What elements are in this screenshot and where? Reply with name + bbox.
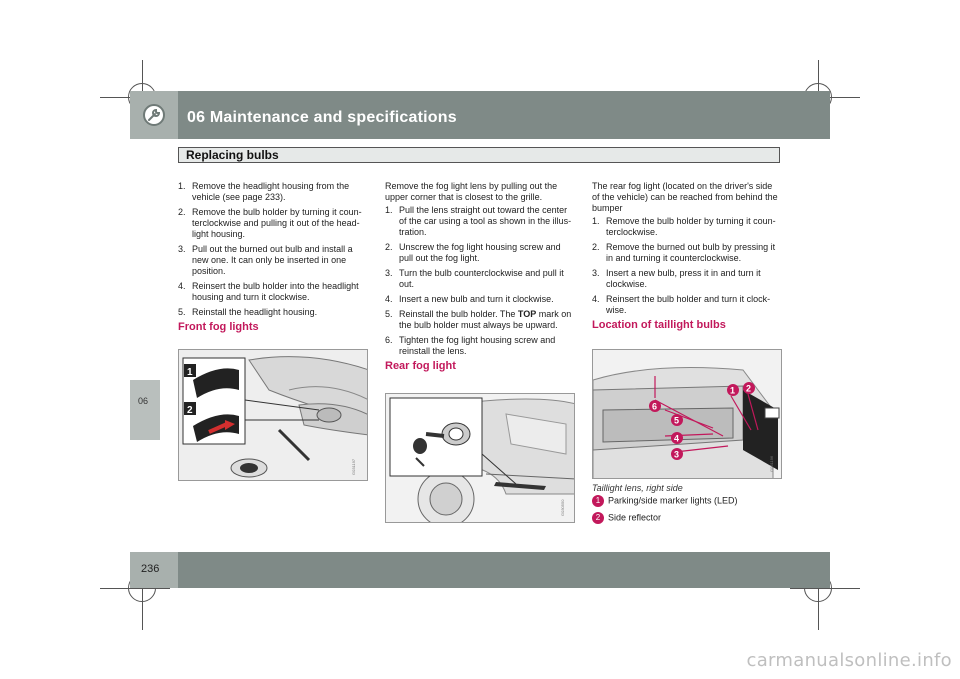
top-mark-text: TOP bbox=[517, 309, 537, 319]
step-text: Reinstall the headlight housing. bbox=[192, 307, 318, 317]
step-text: Insert a new bulb, press it in and turn … bbox=[606, 268, 761, 289]
step-number: 3. bbox=[592, 268, 600, 278]
legend-label: Parking/side marker lights (LED) bbox=[608, 495, 738, 506]
footer-band bbox=[130, 552, 830, 588]
list-item: 4. Reinsert the bulb holder into the head… bbox=[178, 281, 368, 303]
footer-page-box bbox=[130, 552, 178, 588]
step-text: Remove the headlight housing from the ve… bbox=[192, 181, 350, 202]
list-item: 3. Turn the bulb counterclockwise and pul… bbox=[385, 268, 575, 290]
step-text: Reinsert the bulb holder and turn it clo… bbox=[606, 294, 771, 315]
step-number: 2. bbox=[592, 242, 600, 252]
section-bar bbox=[178, 147, 780, 163]
chapter-title: 06 Maintenance and specifications bbox=[187, 109, 457, 126]
headlight-steps: 1. Remove the headlight housing from the … bbox=[178, 181, 368, 318]
step-text: Insert a new bulb and turn it clockwise. bbox=[399, 294, 554, 304]
step-text: Unscrew the fog light housing screw and … bbox=[399, 242, 561, 263]
fog-light-steps: 1. Pull the lens straight out toward the … bbox=[385, 205, 575, 357]
list-item: 5. Reinstall the bulb holder. The TOP mar… bbox=[385, 309, 575, 331]
list-item: 1. Pull the lens straight out toward the … bbox=[385, 205, 575, 238]
step-text: Reinsert the bulb holder into the headli… bbox=[192, 281, 359, 302]
step-number: 3. bbox=[178, 244, 186, 254]
figure-code: G031196 bbox=[769, 455, 774, 472]
section-title: Replacing bulbs bbox=[186, 148, 279, 162]
figure-caption: Taillight lens, right side bbox=[592, 483, 683, 493]
column-2: Remove the fog light lens by pulling out… bbox=[385, 181, 575, 372]
figure-label: 1 bbox=[187, 367, 193, 378]
step-number: 5. bbox=[385, 309, 393, 319]
step-number: 4. bbox=[592, 294, 600, 304]
list-item: 1. Remove the headlight housing from the … bbox=[178, 181, 368, 203]
list-item: 3. Pull out the burned out bulb and insta… bbox=[178, 244, 368, 277]
list-item: 2. Remove the burned out bulb by pressing… bbox=[592, 242, 782, 264]
paragraph: The rear fog light (located on the drive… bbox=[592, 181, 778, 213]
step-text: Reinstall the bulb holder. The bbox=[399, 309, 518, 319]
legend-item: 1 Parking/side marker lights (LED) bbox=[592, 495, 738, 507]
column-3: The rear fog light (located on the drive… bbox=[592, 181, 782, 331]
rear-fog-light-illustration: G030550 bbox=[385, 393, 575, 523]
legend-badge: 1 bbox=[592, 495, 604, 507]
step-number: 3. bbox=[385, 268, 393, 278]
step-number: 5. bbox=[178, 307, 186, 317]
callout-5: 5 bbox=[674, 416, 679, 426]
step-text: Turn the bulb counterclockwise and pull … bbox=[399, 268, 564, 289]
step-number: 2. bbox=[178, 207, 186, 217]
paragraph: Remove the fog light lens by pulling out… bbox=[385, 181, 558, 202]
wrench-icon bbox=[143, 104, 165, 126]
step-number: 4. bbox=[385, 294, 393, 304]
step-text: Pull the lens straight out toward the ce… bbox=[399, 205, 572, 237]
list-item: 4. Reinsert the bulb holder and turn it c… bbox=[592, 294, 782, 316]
step-number: 1. bbox=[178, 181, 186, 191]
rear-fog-steps: 1. Remove the bulb holder by turning it c… bbox=[592, 216, 782, 316]
legend-badge: 2 bbox=[592, 512, 604, 524]
step-text: Pull out the burned out bulb and install… bbox=[192, 244, 353, 276]
list-item: 6. Tighten the fog light housing screw an… bbox=[385, 335, 575, 357]
callout-4: 4 bbox=[674, 434, 679, 444]
page-number: 236 bbox=[141, 563, 160, 575]
list-item: 2. Remove the bulb holder by turning it c… bbox=[178, 207, 368, 240]
list-item: 2. Unscrew the fog light housing screw an… bbox=[385, 242, 575, 264]
column-1: 1. Remove the headlight housing from the … bbox=[178, 181, 368, 333]
figure-code: G031197 bbox=[351, 458, 356, 475]
callout-2: 2 bbox=[746, 384, 751, 394]
header-band bbox=[130, 91, 830, 139]
step-number: 1. bbox=[385, 205, 393, 215]
figure-code: G030550 bbox=[560, 499, 565, 516]
step-text: Remove the bulb holder by turning it cou… bbox=[606, 216, 776, 237]
legend-label: Side reflector bbox=[608, 512, 662, 523]
step-text: Remove the burned out bulb by pressing i… bbox=[606, 242, 776, 263]
step-text: Tighten the fog light housing screw and … bbox=[399, 335, 556, 356]
taillight-location-illustration: 1 2 3 4 5 6 G031196 bbox=[592, 349, 782, 479]
callout-1: 1 bbox=[730, 386, 735, 396]
legend-item: 2 Side reflector bbox=[592, 512, 661, 524]
subheading-rear-fog-light: Rear fog light bbox=[385, 360, 456, 372]
step-number: 4. bbox=[178, 281, 186, 291]
step-number: 6. bbox=[385, 335, 393, 345]
step-number: 1. bbox=[592, 216, 600, 226]
list-item: 1. Remove the bulb holder by turning it c… bbox=[592, 216, 782, 238]
figure-label: 2 bbox=[187, 405, 193, 416]
chapter-side-tab bbox=[130, 380, 160, 440]
subheading-front-fog-lights: Front fog lights bbox=[178, 321, 259, 333]
list-item: 4. Insert a new bulb and turn it clockwis… bbox=[385, 294, 575, 305]
watermark: carmanualsonline.info bbox=[746, 650, 952, 671]
step-number: 2. bbox=[385, 242, 393, 252]
list-item: 3. Insert a new bulb, press it in and tur… bbox=[592, 268, 782, 290]
callout-6: 6 bbox=[652, 402, 657, 412]
chapter-tab-label: 06 bbox=[138, 396, 149, 406]
list-item: 5. Reinstall the headlight housing. bbox=[178, 307, 368, 318]
front-fog-light-illustration: 1 2 G031197 bbox=[178, 349, 368, 481]
step-text: mark on the bulb holder must always be u… bbox=[399, 309, 572, 330]
subheading-taillight-location: Location of taillight bulbs bbox=[592, 319, 726, 331]
callout-3: 3 bbox=[674, 450, 679, 460]
step-text: Remove the bulb holder by turning it cou… bbox=[192, 207, 362, 239]
